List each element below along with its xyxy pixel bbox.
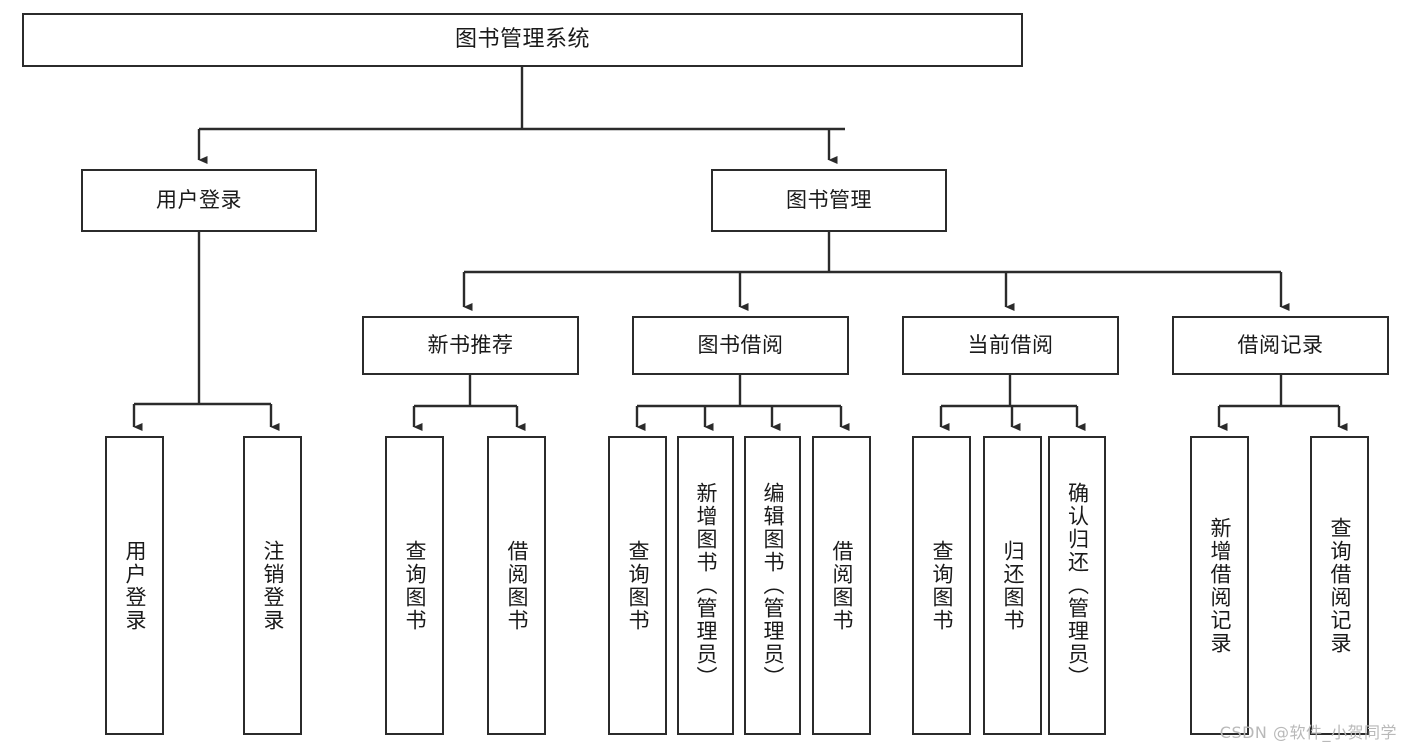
leaf-query-book-current[interactable]: 查询图书 [912, 436, 971, 735]
leaf-borrow-book-borrow[interactable]: 借阅图书 [812, 436, 871, 735]
node-borrow-record-label: 借阅记录 [1237, 333, 1324, 358]
leaf-query-book-newrec[interactable]: 查询图书 [385, 436, 444, 735]
leaf-borrow-book-newrec-label: 借阅图书 [505, 539, 530, 632]
leaf-query-borrow-record[interactable]: 查询借阅记录 [1310, 436, 1369, 735]
leaf-add-borrow-record[interactable]: 新增借阅记录 [1190, 436, 1249, 735]
leaf-user-login-label: 用户登录 [123, 539, 148, 632]
node-user-login-label: 用户登录 [156, 188, 242, 213]
leaf-query-book-newrec-label: 查询图书 [403, 539, 428, 632]
leaf-logout-login-label: 注销登录 [261, 539, 286, 632]
node-new-book-recommend[interactable]: 新书推荐 [362, 316, 579, 375]
leaf-logout-login[interactable]: 注销登录 [243, 436, 302, 735]
leaf-edit-book-admin-label: 编辑图书（管理员） [761, 482, 786, 689]
leaf-confirm-return-admin-label: 确认归还（管理员） [1065, 482, 1090, 689]
leaf-borrow-book-borrow-label: 借阅图书 [830, 539, 855, 632]
leaf-query-book-current-label: 查询图书 [930, 539, 955, 632]
leaf-confirm-return-admin[interactable]: 确认归还（管理员） [1048, 436, 1106, 735]
leaf-return-book[interactable]: 归还图书 [983, 436, 1042, 735]
node-root-system[interactable]: 图书管理系统 [22, 13, 1023, 67]
leaf-add-book-admin[interactable]: 新增图书（管理员） [677, 436, 734, 735]
node-current-borrow-label: 当前借阅 [967, 333, 1054, 358]
node-book-borrow-label: 图书借阅 [697, 333, 784, 358]
leaf-query-book-borrow[interactable]: 查询图书 [608, 436, 667, 735]
node-user-login[interactable]: 用户登录 [81, 169, 317, 232]
node-book-manage-label: 图书管理 [786, 188, 872, 213]
leaf-user-login[interactable]: 用户登录 [105, 436, 164, 735]
node-book-borrow[interactable]: 图书借阅 [632, 316, 849, 375]
leaf-edit-book-admin[interactable]: 编辑图书（管理员） [744, 436, 801, 735]
leaf-borrow-book-newrec[interactable]: 借阅图书 [487, 436, 546, 735]
node-root-system-label: 图书管理系统 [454, 27, 590, 53]
leaf-add-borrow-record-label: 新增借阅记录 [1208, 516, 1233, 655]
leaf-return-book-label: 归还图书 [1001, 539, 1026, 632]
leaf-add-book-admin-label: 新增图书（管理员） [694, 482, 719, 689]
node-current-borrow[interactable]: 当前借阅 [902, 316, 1119, 375]
leaf-query-borrow-record-label: 查询借阅记录 [1328, 516, 1353, 655]
csdn-watermark: CSDN @软件_小贺同学 [1219, 723, 1397, 742]
leaf-query-book-borrow-label: 查询图书 [626, 539, 651, 632]
node-new-book-recommend-label: 新书推荐 [427, 333, 514, 358]
node-borrow-record[interactable]: 借阅记录 [1172, 316, 1389, 375]
node-book-manage[interactable]: 图书管理 [711, 169, 947, 232]
